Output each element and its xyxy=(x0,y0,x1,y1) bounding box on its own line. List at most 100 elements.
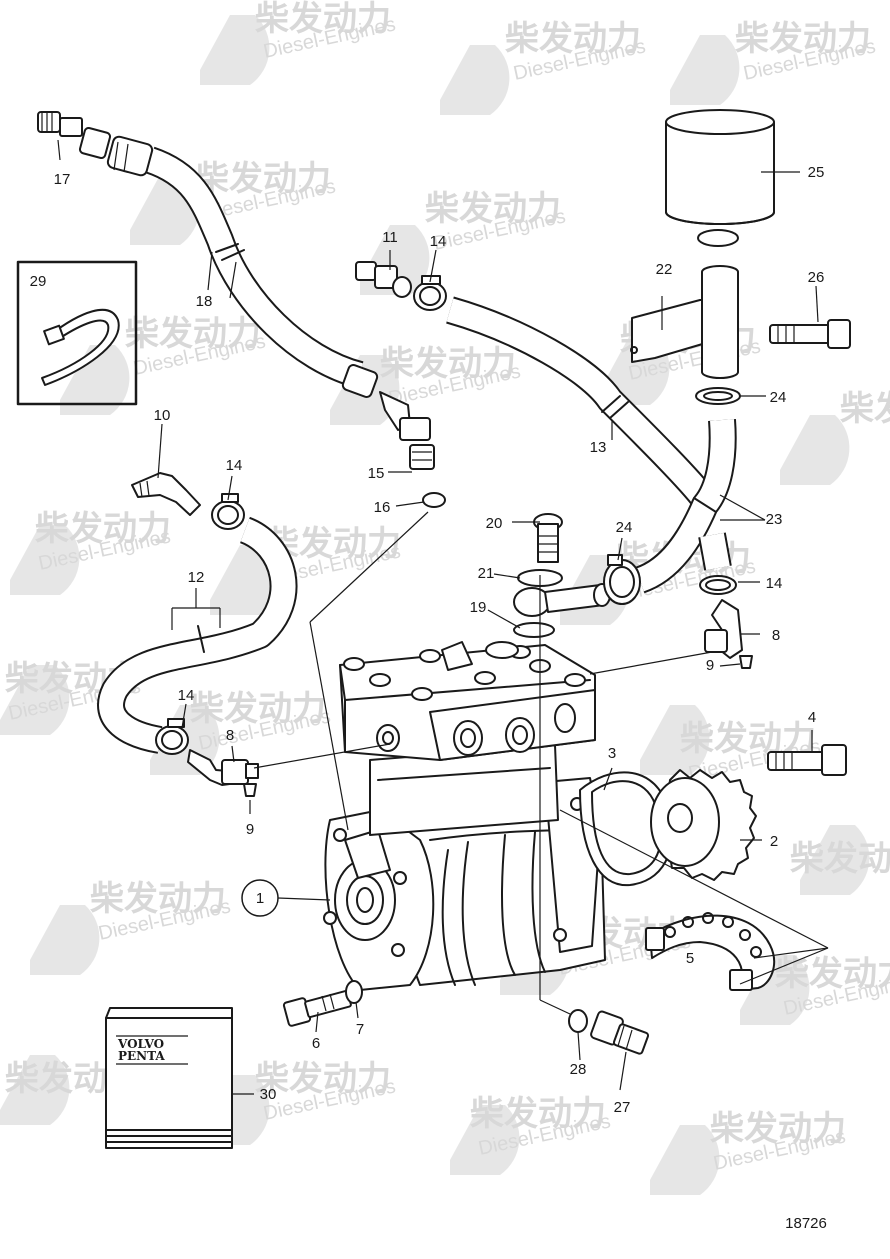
callout-24-lower: 24 xyxy=(616,519,633,536)
watermark-logo: 柴发动力 Diesel-Engines xyxy=(30,879,233,975)
inset-box-29 xyxy=(16,260,138,406)
callout-4: 4 xyxy=(808,709,816,726)
banjo-fitting-19 xyxy=(513,583,611,617)
clamp-24-lower xyxy=(603,554,641,605)
callout-29: 29 xyxy=(30,273,47,290)
manual-30: VOLVO PENTA xyxy=(105,1007,233,1149)
clamp-14-top xyxy=(413,275,447,311)
callout-labels: 1 2 3 4 5 6 7 8 8 9 9 10 11 12 13 14 14 … xyxy=(30,164,825,1116)
callout-30: 30 xyxy=(260,1086,277,1103)
callout-6: 6 xyxy=(312,1035,320,1052)
watermark-cn: 柴发动力 xyxy=(470,1094,606,1134)
callout-9-right: 9 xyxy=(706,657,714,674)
brand-line2: PENTA xyxy=(118,1049,165,1063)
watermark-cn: 柴发动力 xyxy=(790,839,890,879)
callout-27: 27 xyxy=(614,1099,631,1116)
callout-11: 11 xyxy=(382,229,398,246)
callout-3: 3 xyxy=(608,745,616,762)
watermark-logo: 柴发动力 xyxy=(780,389,890,485)
watermark-logo: 柴发动力 Diesel-Engines xyxy=(670,19,878,105)
watermark-cn: 柴发动力 xyxy=(35,509,171,549)
watermark-logo: 柴发动力 Diesel-Engines xyxy=(640,705,823,785)
callout-8-right: 8 xyxy=(772,627,780,644)
callout-14-right: 14 xyxy=(766,575,783,592)
watermark-logo: 柴发动力 Diesel-Engines xyxy=(650,1109,848,1195)
callout-20: 20 xyxy=(486,515,503,532)
watermark-cn: 柴发动力 xyxy=(505,19,641,59)
banjo-bolt-20 xyxy=(533,513,563,563)
callout-15: 15 xyxy=(368,465,385,482)
watermark-cn: 柴发动力 xyxy=(735,19,871,59)
callout-19: 19 xyxy=(470,599,487,616)
callout-7: 7 xyxy=(356,1021,364,1038)
callout-26: 26 xyxy=(808,269,825,286)
watermark-cn: 柴发动力 xyxy=(195,159,331,199)
watermark-logo: 柴发动力 Diesel-Engines xyxy=(60,314,268,415)
watermark-logo: 柴发动力 Diesel-Engines xyxy=(10,509,173,595)
elbow-8-left xyxy=(187,749,259,786)
watermark-cn: 柴发动力 xyxy=(190,689,326,729)
callout-17: 17 xyxy=(54,171,71,188)
callout-16: 16 xyxy=(374,499,391,516)
watermark-logo: 柴发动力 Diesel-Engines xyxy=(330,344,523,425)
callout-13: 13 xyxy=(590,439,607,456)
watermark-logo: 柴发动力 Diesel-Engines xyxy=(450,1094,613,1175)
callout-2: 2 xyxy=(770,833,778,850)
callout-5: 5 xyxy=(686,950,694,967)
air-filter-25 xyxy=(665,109,775,247)
watermark-cn: 柴发动力 xyxy=(125,314,261,354)
hose-23-stub xyxy=(698,532,732,571)
callout-18: 18 xyxy=(196,293,213,310)
hose-18 xyxy=(145,146,364,389)
hose-13 xyxy=(446,296,717,509)
watermark-cn: 柴发动力 xyxy=(425,189,561,229)
clamp-24-upper xyxy=(695,387,741,405)
callout-1: 1 xyxy=(256,890,264,907)
watermark-cn: 柴发动力 xyxy=(255,1059,391,1099)
plug-9-left xyxy=(243,783,257,797)
watermark-logo: 柴发动力 Diesel-Engines xyxy=(130,159,338,245)
watermark-logo: 柴发动力 Diesel-Engines xyxy=(200,0,398,85)
compressor-1 xyxy=(323,641,606,991)
clamp-14-right xyxy=(699,575,737,595)
watermark-cn: 柴发动力 xyxy=(840,389,890,429)
fitting-17 xyxy=(37,111,154,177)
callout-22: 22 xyxy=(656,261,673,278)
segment-5 xyxy=(645,912,776,991)
watermark-logo: 柴发动力 xyxy=(790,825,890,895)
washer-28 xyxy=(568,1009,588,1033)
drawing-number: 18726 xyxy=(785,1215,827,1232)
callout-21: 21 xyxy=(478,565,495,582)
callout-12: 12 xyxy=(188,569,205,586)
plug-9-right xyxy=(739,655,753,669)
callout-24-upper: 24 xyxy=(770,389,787,406)
watermark-logo: 柴发动力 Diesel-Engines xyxy=(740,954,890,1025)
callout-10: 10 xyxy=(154,407,171,424)
clamp-14-left-top xyxy=(211,493,245,530)
fitting-27 xyxy=(590,1010,650,1055)
washer-7 xyxy=(345,980,363,1004)
fitting-15 xyxy=(341,364,435,470)
hose-12 xyxy=(97,516,298,754)
callout-14-top: 14 xyxy=(430,233,447,250)
callout-8-left: 8 xyxy=(226,727,234,744)
gear-2 xyxy=(650,769,757,881)
clamp-14-left-bottom xyxy=(155,718,189,755)
brand-line1: VOLVO xyxy=(117,1037,164,1051)
fitting-10 xyxy=(131,472,201,516)
callout-28: 28 xyxy=(570,1061,587,1078)
bolt-4 xyxy=(767,744,847,776)
callout-14-left-bottom: 14 xyxy=(178,687,195,704)
washer-16 xyxy=(422,492,446,508)
callout-25: 25 xyxy=(808,164,825,181)
callout-9-left: 9 xyxy=(246,821,254,838)
watermark-cn: 柴发动力 xyxy=(710,1109,846,1149)
watermark-cn: 柴发动力 xyxy=(380,344,516,384)
cable-tie-29 xyxy=(41,309,120,386)
bolt-6 xyxy=(282,990,352,1027)
leader-lines xyxy=(57,139,829,1095)
watermark-cn: 柴发动力 xyxy=(775,954,890,994)
callout-circle-1 xyxy=(241,879,279,917)
hose-23 xyxy=(634,418,737,594)
